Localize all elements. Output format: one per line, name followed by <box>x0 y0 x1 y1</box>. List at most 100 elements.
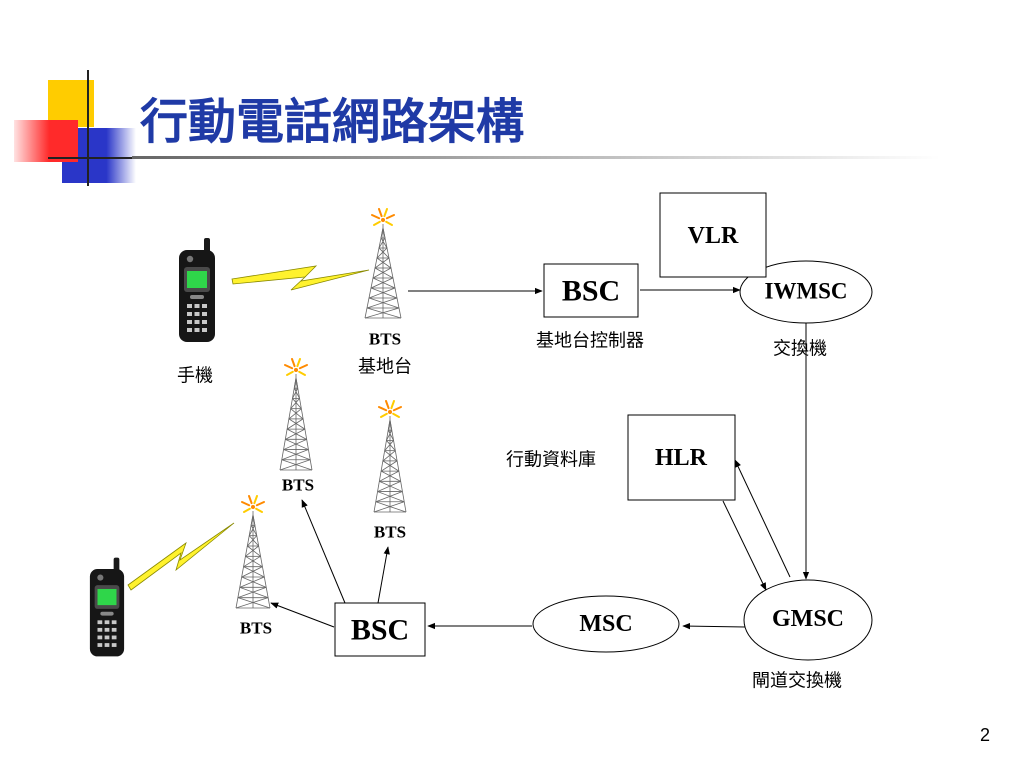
tower-leg <box>279 377 297 471</box>
signal-spark <box>385 400 390 410</box>
iwmsc-node: IWMSC <box>739 260 873 324</box>
tower-brace <box>366 307 402 319</box>
signal-spark <box>253 495 258 505</box>
tower-brace <box>372 277 396 289</box>
hlr-label: HLR <box>655 445 708 471</box>
tower-leg <box>373 419 391 513</box>
tower-brace <box>295 377 299 389</box>
msc-ellipse <box>532 595 680 653</box>
tower-brace <box>375 491 403 503</box>
tower-brace <box>389 419 393 431</box>
tower-brace <box>374 257 390 269</box>
vlr-node: VLR <box>659 192 767 278</box>
bts-label: BTS <box>240 619 272 638</box>
connections <box>270 286 810 630</box>
signal-spark-center <box>251 505 255 509</box>
signal-spark <box>392 412 400 418</box>
page-number: 2 <box>980 725 990 745</box>
mobile-phone-icon <box>179 238 215 342</box>
gmsc-caption: 閘道交換機 <box>752 671 842 692</box>
tower-brace <box>248 525 256 536</box>
bts-tower-icon <box>373 400 407 513</box>
tower-brace <box>279 459 311 471</box>
tower-brace <box>368 287 396 299</box>
gmsc-ellipse <box>743 579 873 661</box>
tower-brace <box>380 227 384 239</box>
tower-brace <box>239 576 265 588</box>
tower-brace <box>384 440 394 451</box>
iwmsc-caption: 交換機 <box>773 339 827 360</box>
deco-yellow-square <box>48 80 94 127</box>
tower-brace <box>237 597 271 609</box>
tower-brace <box>370 277 394 289</box>
tower-brace <box>379 470 400 482</box>
tower-brace <box>239 586 269 599</box>
edge-bsc-to-bts-4 <box>270 602 335 628</box>
radio-link-lightning-icon <box>127 522 235 591</box>
tower-brace <box>243 566 265 578</box>
slide-title: 行動電話網路架構 <box>140 94 524 150</box>
edge-gmsc-to-msc <box>682 622 746 630</box>
signal-spark <box>383 208 388 218</box>
tower-brace <box>245 545 259 557</box>
tower-brace <box>373 501 405 513</box>
tower-brace <box>382 227 386 239</box>
signal-spark <box>291 358 296 368</box>
tower-brace <box>368 297 400 309</box>
bts-label: BTS <box>282 476 314 495</box>
tower-brace <box>290 408 304 420</box>
edge-hlr-to-gmsc <box>722 500 767 591</box>
msc-label: MSC <box>579 611 632 637</box>
tower-brace <box>293 388 300 399</box>
tower-brace <box>386 440 396 451</box>
phone-caption: 手機 <box>177 366 213 387</box>
edge-bsc-to-bts-3 <box>377 546 390 604</box>
tower-brace <box>292 398 302 409</box>
tower-leg <box>389 419 407 513</box>
tower-brace <box>382 450 396 462</box>
signal-spark <box>298 370 306 376</box>
tower-brace <box>293 377 297 389</box>
signal-spark <box>378 406 388 412</box>
tower-brace <box>288 418 306 430</box>
tower-brace <box>370 287 398 299</box>
hlr-box <box>627 414 736 501</box>
tower-brace <box>379 480 403 492</box>
tower-brace <box>292 388 299 399</box>
hlr-caption: 行動資料庫 <box>506 450 596 471</box>
bsc-box <box>334 602 426 657</box>
tower-brace <box>247 535 258 547</box>
tower-brace <box>290 398 300 409</box>
bts-tower-icon <box>364 208 402 319</box>
tower-brace <box>372 267 392 279</box>
tower-brace <box>248 535 259 547</box>
signal-spark <box>286 370 294 376</box>
bts-label: BTS <box>374 523 406 542</box>
bsc-label: BSC <box>562 275 620 308</box>
tower-brace <box>235 597 269 609</box>
tower-brace <box>378 237 386 249</box>
tower-brace <box>378 247 390 259</box>
tower-brace <box>366 297 398 309</box>
tower-leg <box>364 227 384 319</box>
tower-brace <box>380 470 401 482</box>
bsc-node-bottom: BSC <box>334 602 426 657</box>
tower-brace <box>382 460 400 472</box>
edge-bsc-to-bts-2 <box>301 499 346 604</box>
signal-spark <box>380 412 388 418</box>
tower-brace <box>241 576 267 588</box>
tower-brace <box>245 555 263 568</box>
tower-brace <box>241 566 263 578</box>
tower-leg <box>295 377 313 471</box>
signal-spark <box>390 400 395 410</box>
tower-brace <box>387 419 391 431</box>
signal-spark <box>378 208 383 218</box>
bsc-box <box>543 263 639 318</box>
tower-brace <box>380 460 398 472</box>
msc-node: MSC <box>532 595 680 653</box>
signal-spark <box>296 358 301 368</box>
gmsc-label: GMSC <box>772 606 844 632</box>
tower-brace <box>364 307 400 319</box>
signal-spark <box>284 364 294 370</box>
bsc-caption: 基地台控制器 <box>536 331 644 352</box>
